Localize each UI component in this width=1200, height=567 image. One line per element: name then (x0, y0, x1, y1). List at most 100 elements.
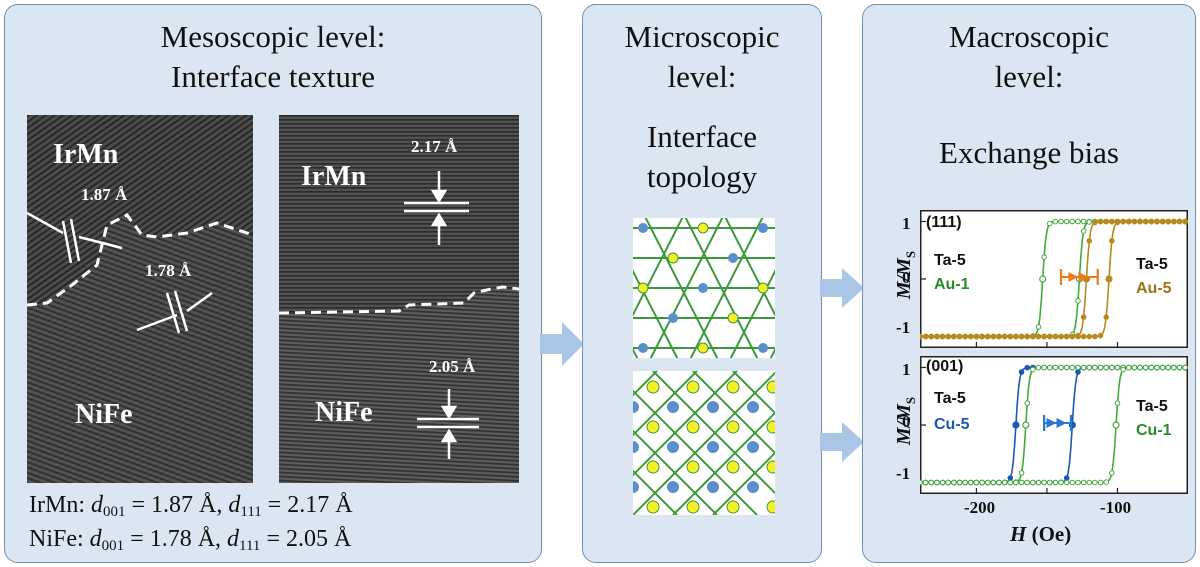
nife-d2: d (227, 526, 240, 552)
irmn-v2: = 2.17 Å (261, 492, 353, 518)
data-point (1075, 298, 1081, 304)
irmn-spacing-line: IrMn: d001 = 1.87 Å, d111 = 2.17 Å (29, 489, 353, 528)
data-point (1125, 218, 1132, 225)
micro-title-line4: topology (646, 159, 758, 194)
lattice-triangular (633, 218, 775, 358)
data-point (1097, 218, 1104, 225)
arrow-meso-to-micro-icon (540, 322, 584, 366)
data-point (962, 333, 968, 340)
irmn-sub2: 111 (240, 504, 262, 520)
plot2-xlabel-main: H (1010, 522, 1027, 546)
plot1-ytick-1: 1 (902, 214, 911, 233)
irmn-d2: d (228, 492, 241, 518)
data-point (1114, 364, 1121, 371)
coercive-point (1012, 421, 1020, 429)
data-point (1063, 479, 1070, 486)
data-point (920, 333, 923, 340)
data-point (1086, 219, 1093, 225)
data-point (1109, 364, 1115, 371)
plot2-ann-left-top: Ta-5 (934, 390, 966, 407)
data-point (1041, 333, 1047, 340)
data-point (1041, 479, 1047, 486)
plot2-xlabel: H (Oe) (1010, 522, 1071, 547)
data-point (1046, 479, 1053, 486)
shift-arrowhead-icon (1046, 418, 1057, 428)
data-point (1097, 364, 1104, 371)
plot1-ann-left-bottom: Au-1 (934, 276, 970, 293)
data-point (1080, 218, 1087, 225)
data-point (1097, 479, 1104, 486)
data-point (1086, 364, 1093, 371)
microscopic-panel: Microscopic level: Interface topology (582, 4, 822, 563)
data-point (1063, 333, 1070, 340)
data-point (1001, 479, 1008, 486)
data-point (1086, 238, 1093, 244)
data-point (1114, 400, 1121, 406)
tem-image-right: IrMn 2.17 Å 2.05 Å NiFe (279, 115, 519, 483)
data-point (1092, 479, 1098, 486)
data-point (1159, 218, 1166, 225)
data-point (1103, 218, 1109, 225)
lattice-square (627, 371, 780, 515)
data-point (1030, 366, 1036, 373)
data-point (1154, 218, 1160, 225)
arrow-micro-to-macro-top-icon (820, 268, 864, 308)
data-point (1007, 333, 1014, 340)
data-point (1052, 218, 1059, 225)
tem2-spacing-217: 2.17 Å (411, 137, 458, 156)
data-point (1075, 364, 1081, 371)
coercive-point (1105, 275, 1113, 283)
data-point (1176, 218, 1183, 225)
irmn-d1: d (91, 492, 103, 518)
data-point (1007, 475, 1014, 481)
data-point (1086, 479, 1093, 486)
mesoscopic-panel: Mesoscopic level: Interface texture (4, 4, 542, 563)
data-point (1109, 238, 1115, 244)
macro-title-line2: level: (994, 59, 1064, 94)
micro-title-line2: level: (667, 59, 737, 94)
data-point (1120, 366, 1126, 373)
meso-title-line1: Mesoscopic level: (160, 19, 386, 54)
data-point (934, 479, 940, 486)
lattice-square-drawing (627, 371, 780, 515)
data-point (1058, 333, 1064, 340)
data-point (1069, 333, 1076, 340)
data-point (1131, 364, 1138, 371)
data-point (951, 333, 957, 340)
data-point (1052, 479, 1059, 486)
data-point (1131, 218, 1138, 225)
irmn-v1: = 1.87 Å, (125, 492, 229, 518)
arrow-micro-to-macro-bottom-icon (820, 422, 864, 462)
data-point (1024, 333, 1030, 340)
data-point (1018, 333, 1025, 340)
nife-material: NiFe: (29, 526, 84, 552)
tem2-spacing-205: 2.05 Å (429, 357, 476, 376)
data-point (1075, 218, 1081, 225)
macro-title-line3: Exchange bias (939, 135, 1119, 170)
data-point (939, 479, 946, 486)
tem1-spacing-178: 1.78 Å (145, 261, 192, 280)
nife-v1: = 1.78 Å, (124, 526, 228, 552)
shift-arrowhead-icon (1078, 272, 1089, 282)
data-point (1058, 479, 1064, 486)
data-point (1097, 332, 1104, 339)
nife-sub1: 001 (101, 538, 125, 554)
plot1-ann-right-bottom: Au-5 (1136, 280, 1172, 297)
data-point (1058, 218, 1064, 225)
plot1-ytick-0: 0 (902, 268, 911, 287)
data-point (973, 333, 980, 340)
data-point (945, 333, 952, 340)
data-point (1103, 364, 1109, 371)
data-point (1035, 479, 1042, 486)
data-point (1109, 218, 1115, 225)
coercive-point (1112, 421, 1120, 429)
data-point (1114, 219, 1121, 226)
data-point (1075, 369, 1081, 375)
data-point (939, 333, 946, 340)
data-point (1182, 218, 1188, 225)
plot2-ann-left-bottom: Cu-5 (934, 416, 970, 433)
data-point (996, 479, 1002, 486)
data-point (1103, 479, 1109, 485)
tem2-nife-label: NiFe (315, 397, 373, 428)
data-point (1046, 364, 1053, 371)
